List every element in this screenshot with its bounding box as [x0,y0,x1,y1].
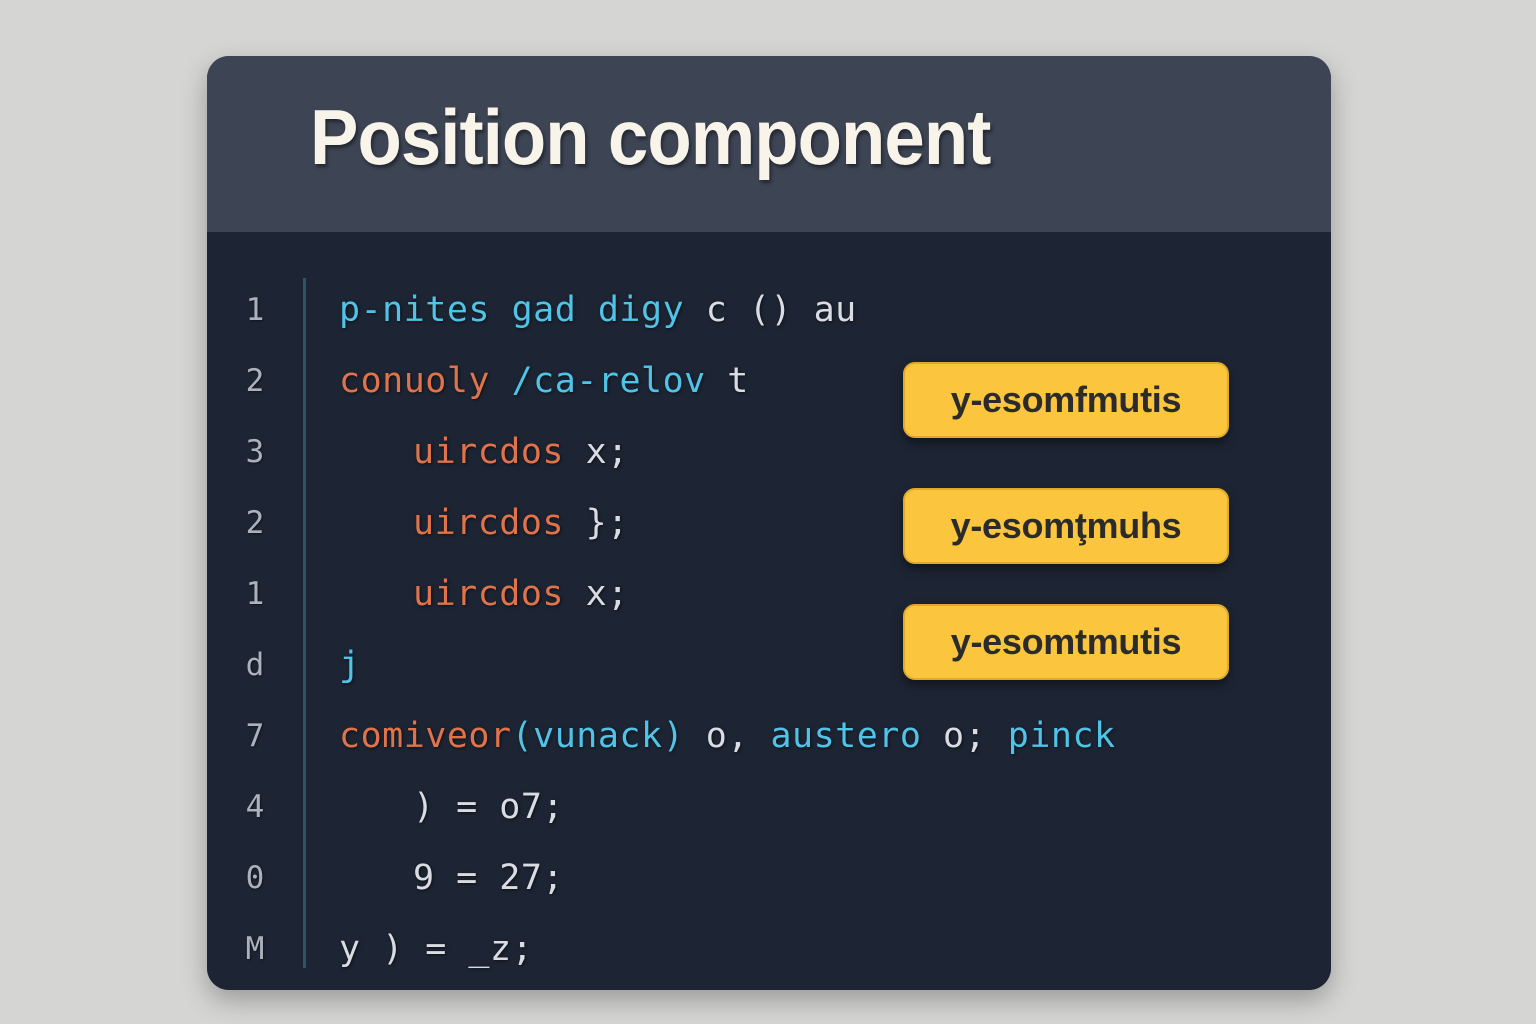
code-token: t [705,360,749,401]
line-number: 2 [245,362,265,399]
code-token: /ca-relov [490,360,706,401]
code-token: comiveor [339,715,512,756]
code-line[interactable]: 1 p-nites gad digy c () au [207,274,1331,345]
line-number: 2 [245,504,265,541]
code-token: c () au [684,289,857,330]
code-line-text: uircdos }; [303,503,629,543]
code-line-text: j [303,645,361,685]
annotation-badge-label: y-esomţmuhs [950,505,1182,546]
code-line-text: p-nites gad digy c () au [303,290,857,330]
code-token: uircdos [413,431,565,472]
code-line[interactable]: 2 uircdos }; [207,487,1331,558]
page-title: Position component [310,93,991,181]
code-token: uircdos [413,502,565,543]
code-line[interactable]: 4 ) = o7; [207,771,1331,842]
line-number: d [245,646,265,683]
code-line-text: conuoly /ca-relov t [303,361,749,401]
code-line[interactable]: 1 uircdos x; [207,558,1331,629]
code-token: }; [564,502,629,543]
code-token: austero [748,715,922,756]
line-number: 3 [245,433,265,470]
card-header: Position component [207,56,1331,232]
code-token: o, [684,715,749,756]
code-line-list: 1 p-nites gad digy c () au 2 conuoly /ca-re… [207,274,1331,984]
line-number: 1 [245,291,265,328]
code-line-text: ) = o7; [303,787,564,827]
code-token: p-nites gad digy [339,289,685,330]
annotation-badge[interactable]: y-esomfmutis [903,362,1229,438]
annotation-badge-label: y-esomtmutis [950,621,1182,662]
code-token: y ) = _z; [339,928,534,969]
code-line[interactable]: 2 conuoly /ca-relov t [207,345,1331,416]
code-token: pinck [986,715,1116,756]
code-token: conuoly [339,360,491,401]
code-line-text: comiveor(vunack) o, austero o; pinck [303,716,1116,756]
code-token: x; [564,431,629,472]
gutter-divider [303,278,306,968]
annotation-badge-label: y-esomfmutis [950,379,1182,420]
code-token: ) = o7; [413,786,565,827]
code-line[interactable]: 3 uircdos x; [207,416,1331,487]
line-number: 0 [245,859,265,896]
annotation-badge[interactable]: y-esomţmuhs [903,488,1229,564]
code-line-text: 9 = 27; [303,858,564,898]
code-line-text: uircdos x; [303,574,629,614]
code-token: j [339,644,361,685]
code-token: o; [921,715,987,756]
code-token: uircdos [413,573,565,614]
line-number: 1 [245,575,265,612]
line-number: M [245,930,265,967]
code-token: x; [564,573,629,614]
code-line[interactable]: 7 comiveor(vunack) o, austero o; pinck [207,700,1331,771]
code-line-text: y ) = _z; [303,929,533,969]
code-line-text: uircdos x; [303,432,629,472]
code-line[interactable]: 0 9 = 27; [207,842,1331,913]
code-token: 9 = 27; [413,857,565,898]
line-number: 7 [245,717,265,754]
code-token: (vunack) [511,715,685,756]
annotation-badge[interactable]: y-esomtmutis [903,604,1229,680]
line-number: 4 [245,788,265,825]
